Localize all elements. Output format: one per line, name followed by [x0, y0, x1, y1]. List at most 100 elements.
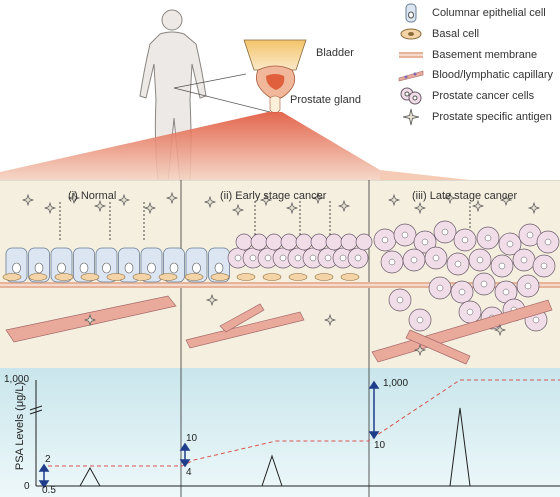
cancer-cell: [340, 233, 358, 251]
psa-level-line: [48, 379, 560, 467]
psa-icon: [311, 191, 325, 205]
cancer-cell: [295, 233, 313, 251]
psa-icon: [337, 199, 351, 213]
cancer-cell: [250, 233, 268, 251]
level-label: 1,000: [383, 378, 409, 389]
columnar-epithelial-cell-icon: [398, 3, 424, 23]
level-label: 4: [186, 467, 192, 478]
basal-cell: [340, 273, 360, 281]
basal-cell: [314, 273, 334, 281]
cancer-cell: [355, 233, 373, 251]
level-label: 10: [186, 433, 198, 444]
level-label: 0.5: [42, 485, 56, 496]
psa-icon: [443, 191, 457, 205]
cell-nucleus: [436, 284, 444, 292]
basal-cell: [28, 273, 48, 281]
cell-nucleus: [57, 262, 66, 274]
basal-cell: [210, 273, 230, 281]
cell-nucleus: [524, 282, 532, 290]
psa-icon: [527, 201, 541, 215]
cell-nucleus: [388, 258, 396, 266]
psa-icon: [205, 293, 219, 307]
cancer-cell: [325, 233, 343, 251]
cell-nucleus: [214, 262, 224, 274]
cell-nucleus: [532, 316, 540, 324]
legend-item: Prostate specific antigen: [398, 107, 552, 127]
capillary-icon: [398, 65, 424, 85]
range-arrow: [179, 442, 191, 468]
basal-cell: [236, 273, 256, 281]
cell-nucleus: [309, 254, 317, 262]
cell-nucleus: [441, 228, 449, 236]
psa-icon: [259, 193, 273, 207]
y-tick-1000: 1,000: [4, 374, 30, 385]
cell-nucleus: [454, 260, 462, 268]
psa-icon: [413, 201, 427, 215]
bladder-icon: [243, 39, 307, 71]
psa-chart: [0, 368, 560, 497]
psa-icon: [43, 201, 57, 215]
legend-item: Basal cell: [398, 24, 479, 44]
cell-nucleus: [466, 308, 474, 316]
cell-nucleus: [147, 262, 156, 274]
legend-label: Basement membrane: [432, 49, 538, 61]
psa-icon: [117, 193, 131, 207]
psa-icon: [471, 199, 485, 213]
capillary: [185, 311, 305, 349]
cell-nucleus: [279, 254, 287, 262]
stage-late-title: (iii) Late stage cancer: [412, 190, 518, 202]
legend-label: Basal cell: [432, 28, 480, 40]
tissue-diagram: [0, 180, 560, 368]
stage-normal-title: (i) Normal: [68, 190, 117, 202]
psa-icon: [493, 323, 507, 337]
cell-nucleus: [264, 254, 272, 262]
cell-nucleus: [234, 254, 242, 262]
cell-nucleus: [506, 240, 514, 248]
basal-cell: [80, 273, 100, 281]
cell-nucleus: [79, 262, 89, 274]
cell-nucleus: [421, 238, 429, 246]
cell-nucleus: [354, 254, 362, 262]
level-label: 2: [45, 454, 51, 465]
cell-nucleus: [544, 238, 552, 246]
axis-break: [29, 405, 43, 415]
bladder-label: Bladder: [316, 47, 354, 59]
legend-label: Columnar epithelial cell: [432, 7, 546, 19]
cancer-cell: [280, 233, 298, 251]
cell-nucleus: [294, 254, 302, 262]
legend-item: Prostate cancer cells: [398, 86, 534, 106]
cell-nucleus: [498, 262, 506, 270]
psa-spike: [449, 407, 471, 487]
cell-nucleus: [192, 262, 201, 274]
cell-nucleus: [484, 234, 492, 242]
cell-nucleus: [169, 262, 179, 274]
cell-nucleus: [476, 256, 484, 264]
legend-item: Columnar epithelial cell: [398, 3, 546, 23]
psa-spike: [261, 454, 283, 487]
prostate-gland-label: Prostate gland: [290, 94, 361, 106]
psa-icon: [21, 193, 35, 207]
legend-label: Blood/lymphatic capillary: [432, 69, 554, 81]
basal-cell: [2, 273, 22, 281]
capillary: [371, 299, 553, 363]
cell-nucleus: [458, 288, 466, 296]
cell-nucleus: [401, 231, 409, 239]
cell-nucleus: [526, 231, 534, 239]
stage-early-title: (ii) Early stage cancer: [220, 190, 327, 202]
level-label: 10: [374, 440, 386, 451]
capillary: [219, 303, 265, 333]
cancer-cell: [265, 233, 283, 251]
cell-nucleus: [502, 288, 510, 296]
y-tick-0: 0: [24, 481, 30, 492]
cell-nucleus: [102, 262, 111, 274]
cell-nucleus: [432, 254, 440, 262]
psa-icon: [499, 193, 513, 207]
psa-icon: [83, 313, 97, 327]
basal-cell: [184, 273, 204, 281]
legend-item: Basement membrane: [398, 45, 537, 65]
anatomy-illustration: [0, 9, 380, 190]
legend-item: Blood/lymphatic capillary: [398, 65, 553, 85]
psa-icon: [413, 343, 427, 357]
legend-label: Prostate cancer cells: [432, 90, 535, 102]
range-arrow: [368, 380, 380, 440]
